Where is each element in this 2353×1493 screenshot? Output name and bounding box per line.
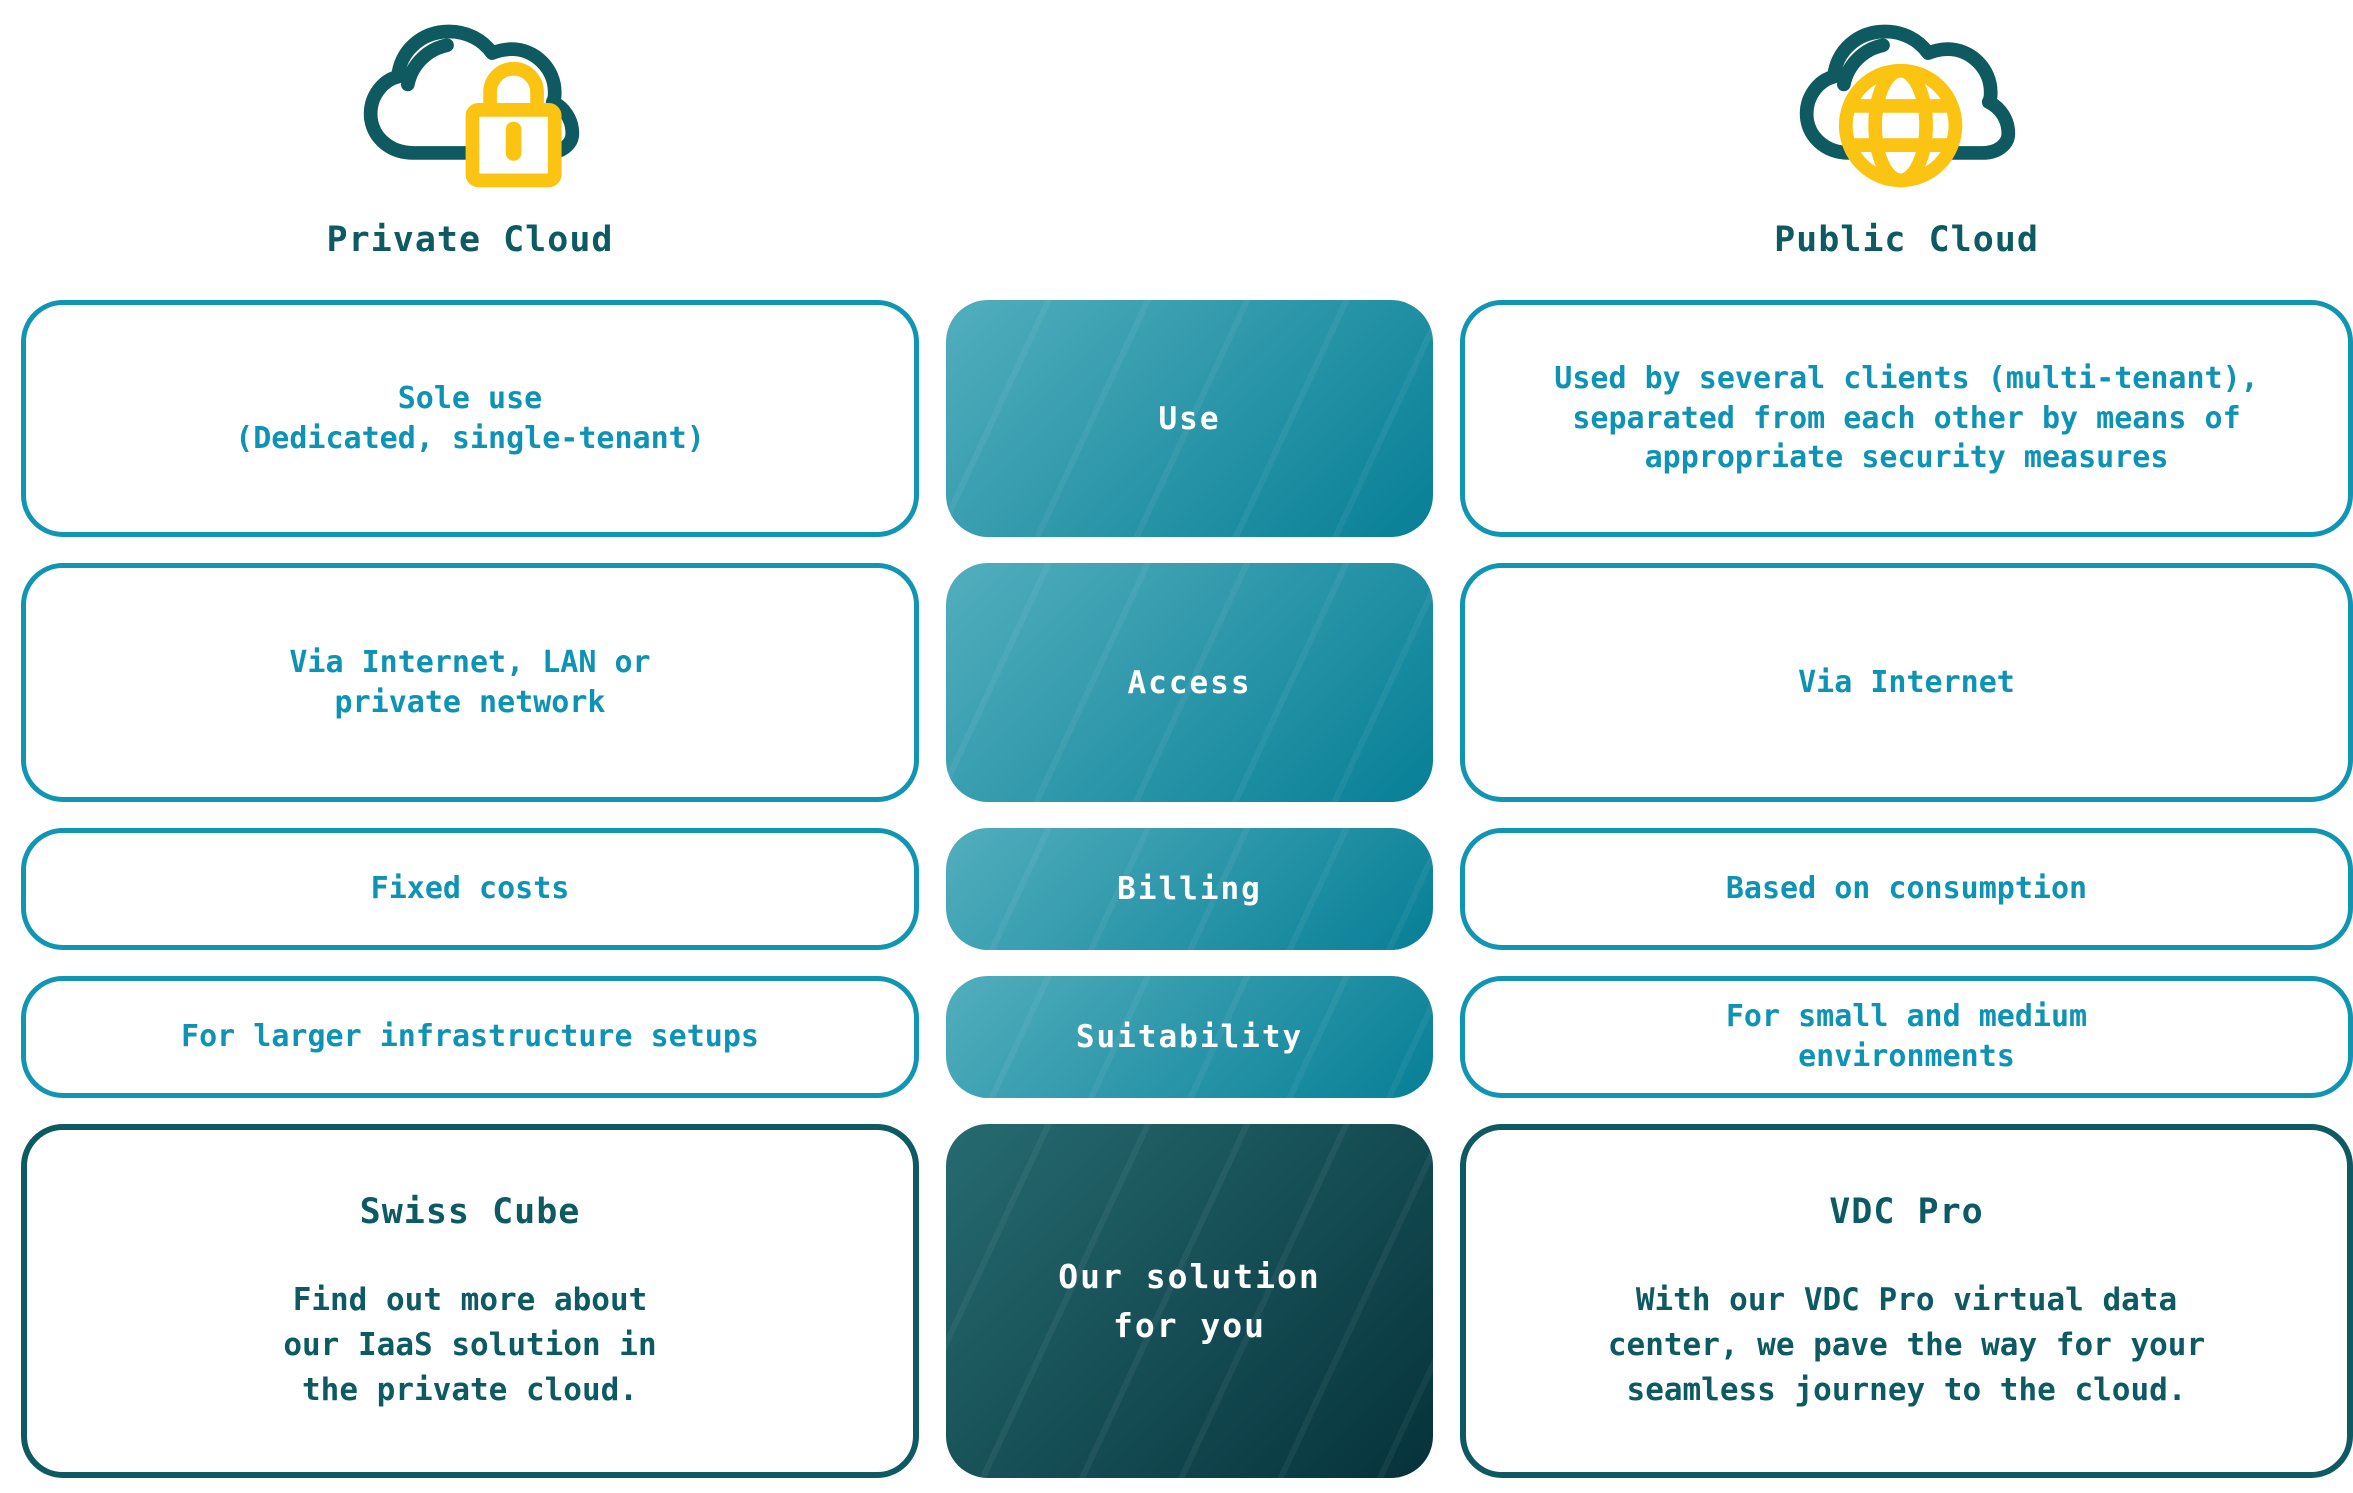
billing-public-box: Based on consumption [1460,828,2353,950]
access-category-box: Access [946,563,1433,802]
cloud-lock-icon [353,0,588,206]
public-cloud-title: Public Cloud [1774,220,2039,260]
solution-public-title: VDC Pro [1829,1192,1984,1233]
header-spacer [946,0,1433,300]
solution-category-box: Our solution for you [946,1124,1433,1478]
use-public-box: Used by several clients (multi-tenant), … [1460,300,2353,537]
cloud-globe-icon [1789,0,2024,206]
billing-private-box: Fixed costs [21,828,919,950]
solution-private-title: Swiss Cube [359,1192,581,1233]
header-row: Private Cloud Public Cloud [21,0,2353,300]
use-private-box: Sole use (Dedicated, single-tenant) [21,300,919,537]
suitability-private-box: For larger infrastructure setups [21,976,919,1098]
private-cloud-title: Private Cloud [326,220,614,260]
access-public-box: Via Internet [1460,563,2353,802]
private-cloud-header: Private Cloud [21,0,919,300]
use-category-label: Use [1158,400,1221,437]
billing-category-label: Billing [1117,871,1262,907]
suitability-category-box: Suitability [946,976,1433,1098]
solution-private-box: Swiss Cube Find out more about our IaaS … [21,1124,919,1478]
use-category-box: Use [946,300,1433,537]
billing-category-box: Billing [946,828,1433,950]
solution-public-body: With our VDC Pro virtual data center, we… [1607,1281,2206,1408]
solution-private-body: Find out more about our IaaS solution in… [283,1281,657,1408]
comparison-grid: Sole use (Dedicated, single-tenant) Use … [21,300,2353,1478]
access-private-box: Via Internet, LAN or private network [21,563,919,802]
suitability-category-label: Suitability [1075,1019,1304,1055]
solution-public-box: VDC Pro With our VDC Pro virtual data ce… [1460,1124,2353,1478]
access-category-label: Access [1127,664,1252,701]
suitability-public-box: For small and medium environments [1460,976,2353,1098]
solution-category-label: Our solution for you [1058,1256,1321,1346]
public-cloud-header: Public Cloud [1460,0,2353,300]
